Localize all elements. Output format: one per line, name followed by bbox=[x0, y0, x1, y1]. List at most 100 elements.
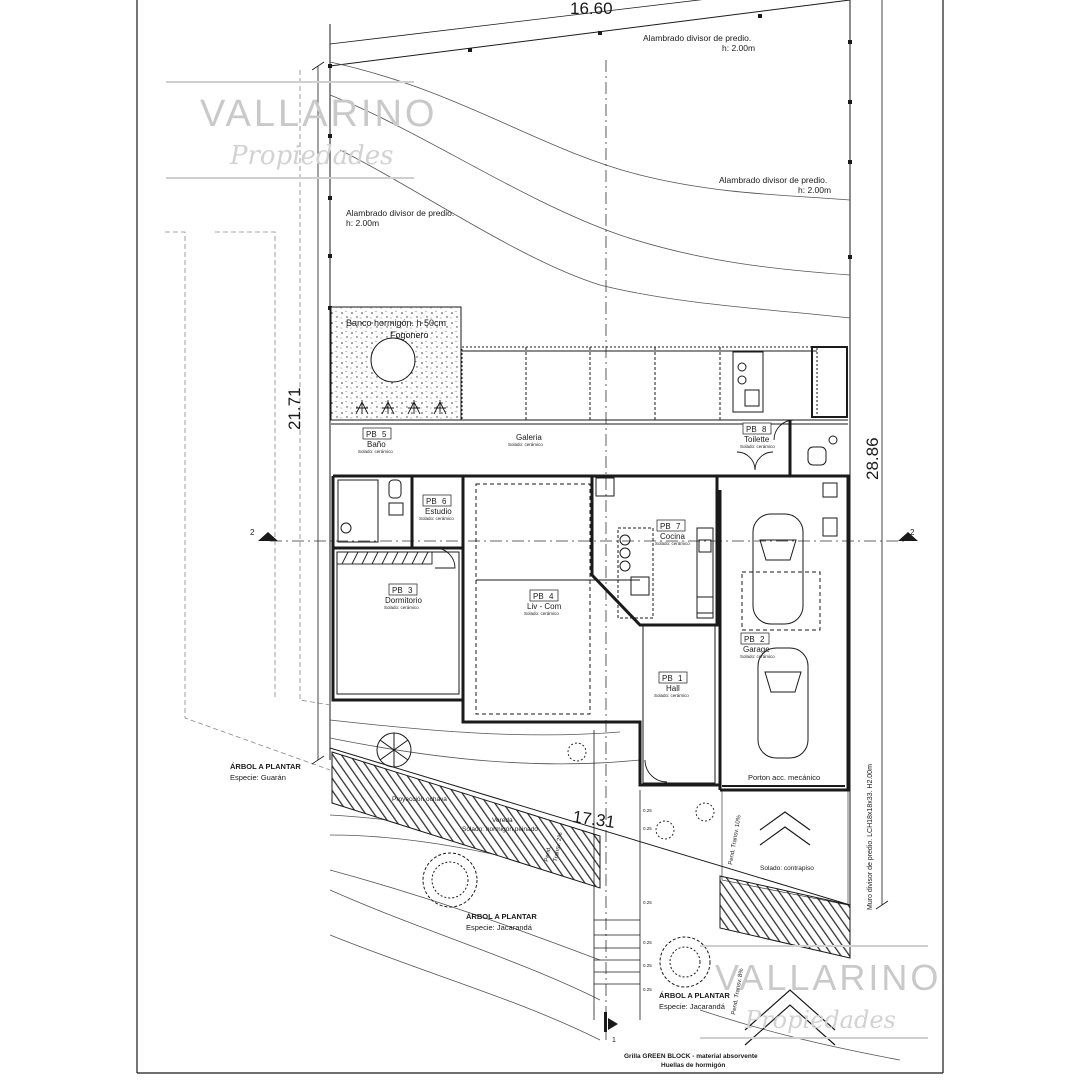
room-pb6-tag: PB 6 Estudio Solado: cerámico bbox=[419, 494, 454, 521]
sheet-frame bbox=[136, 0, 944, 1074]
step-label: 0.25 bbox=[643, 940, 652, 945]
walkway-grid bbox=[593, 730, 641, 1020]
galeria-tag: Galeria Solado: cerámico bbox=[508, 433, 543, 447]
fence-note-top-center-2: h: 2.00m bbox=[722, 43, 755, 53]
room-name-estudio: Estudio bbox=[425, 507, 452, 516]
room-num: 3 bbox=[408, 586, 413, 595]
room-name-garage: Garage bbox=[743, 645, 770, 654]
section-mark-left: 2 bbox=[250, 528, 255, 537]
room-floor: Solado: cerámico bbox=[384, 605, 419, 610]
bathroom-fixtures bbox=[340, 435, 838, 537]
driveway-hatch bbox=[744, 811, 836, 1046]
driveway-chevrons bbox=[721, 789, 849, 906]
room-code: PB bbox=[392, 586, 403, 595]
room-code: PB bbox=[744, 635, 755, 644]
room-code: PB bbox=[426, 497, 437, 506]
car-lower bbox=[757, 647, 809, 759]
room-name-bano: Baño bbox=[367, 440, 386, 449]
room-floor: Solado: cerámico bbox=[419, 516, 454, 521]
room-num: 4 bbox=[549, 592, 554, 601]
room-name-liv-com: Liv - Com bbox=[527, 602, 562, 611]
tree-1-title: ÁRBOL A PLANTAR bbox=[230, 762, 301, 771]
room-floor: Solado: cerámico bbox=[524, 611, 559, 616]
shrubs bbox=[567, 742, 715, 840]
galeria-name: Galeria bbox=[516, 433, 542, 442]
grill-area bbox=[732, 346, 848, 418]
sidewalk-band-left bbox=[331, 751, 601, 889]
room-name-dormitorio: Dormitorio bbox=[385, 596, 422, 605]
fence-note-right-wall: Muro divisor de predio. LCH18x18x33. H2.… bbox=[867, 764, 874, 910]
patio-firepit-label: Fogonero bbox=[390, 330, 429, 340]
room-num: 1 bbox=[678, 674, 683, 683]
patio-bench-label: Banco hormigón. h 50cm bbox=[346, 318, 446, 328]
room-pb2-tag: PB 2 Garage Solado: cerámico bbox=[740, 632, 775, 659]
tree-3-species: Especie: Jacarandá bbox=[659, 1002, 726, 1011]
projection-label: Proyección ochava bbox=[392, 796, 447, 803]
room-num: 5 bbox=[382, 430, 387, 439]
fence-posts bbox=[328, 14, 852, 310]
room-code: PB bbox=[662, 674, 673, 683]
sidewalk-band-right bbox=[719, 875, 851, 959]
fire-pit bbox=[370, 337, 416, 383]
dim-top-width: 16.60 bbox=[570, 0, 613, 18]
sidewalk-floor: Solado: hormigón peinado bbox=[462, 826, 538, 833]
room-pb5-tag: PB 5 Baño Solado: cerámico bbox=[358, 427, 393, 454]
wardrobe bbox=[336, 551, 433, 565]
room-pb1-tag: PB 1 Hall Solado: cerámico bbox=[654, 671, 689, 698]
watermark-brand: VALLARINO bbox=[715, 957, 941, 998]
watermark-bottom: VALLARINO Propiedades bbox=[700, 945, 941, 1039]
watermark-sub: Propiedades bbox=[744, 1006, 896, 1034]
step-label: 0.25 bbox=[643, 963, 652, 968]
watermark-brand: VALLARINO bbox=[200, 93, 437, 135]
lot-boundary bbox=[329, 0, 851, 906]
section-mark-right: 2 bbox=[910, 528, 915, 537]
slope-2: Pend. Transv. 10% bbox=[728, 814, 743, 865]
room-name-toilette: Toilette bbox=[744, 435, 770, 444]
fence-note-top-center-1: Alambrado divisor de predio. bbox=[643, 33, 751, 43]
room-name-hall: Hall bbox=[666, 684, 680, 693]
interior-thin bbox=[336, 479, 716, 784]
room-name-cocina: Cocina bbox=[660, 532, 685, 541]
tree-2-species: Especie: Jacarandá bbox=[466, 923, 533, 932]
room-pb4-tag: PB 4 Liv - Com Solado: cerámico bbox=[524, 589, 562, 616]
grid-note-2: Huellas de hormigón bbox=[661, 1062, 725, 1069]
tree-guaran bbox=[376, 732, 412, 768]
room-code: PB bbox=[366, 430, 377, 439]
watermark-top: VALLARINO Propiedades bbox=[166, 81, 437, 179]
plants-row bbox=[355, 400, 447, 415]
pergola bbox=[461, 346, 818, 421]
room-floor: Solado: cerámico bbox=[740, 654, 775, 659]
room-floor: Solado: cerámico bbox=[740, 444, 775, 449]
fence-note-top-right-1: Alambrado divisor de predio. bbox=[719, 175, 827, 185]
galeria-floor: Solado: cerámico bbox=[508, 442, 543, 447]
room-pb8-tag: PB 8 Toilette Solado: cerámico bbox=[740, 422, 775, 449]
gate-label: Porton acc. mecánico bbox=[748, 773, 820, 782]
dim-right-depth: 28.86 bbox=[863, 437, 882, 480]
tree-jacaranda-1 bbox=[422, 852, 478, 908]
section-mark-bottom: 1 bbox=[612, 1037, 616, 1044]
room-num: 6 bbox=[442, 497, 447, 506]
room-code: PB bbox=[660, 522, 671, 531]
room-pb3-tag: PB 3 Dormitorio Solado: cerámico bbox=[384, 583, 422, 610]
room-num: 2 bbox=[760, 635, 765, 644]
fence-note-left-1: Alambrado divisor de predio. bbox=[346, 208, 454, 218]
watermark-sub: Propiedades bbox=[229, 141, 393, 171]
room-floor: Solado: cerámico bbox=[654, 693, 689, 698]
kitchen-fixtures bbox=[595, 477, 714, 619]
tree-2-title: ÁRBOL A PLANTAR bbox=[466, 912, 537, 921]
tree-3-title: ÁRBOL A PLANTAR bbox=[659, 991, 730, 1000]
room-num: 7 bbox=[676, 522, 681, 531]
patio-gravel bbox=[330, 306, 462, 421]
section-markers bbox=[258, 532, 918, 1032]
subfloor-label: Solado: contrapiso bbox=[760, 865, 814, 872]
room-floor: Solado: cerámico bbox=[358, 449, 393, 454]
car-upper bbox=[741, 513, 821, 631]
fence-note-top-right-2: h: 2.00m bbox=[798, 185, 831, 195]
room-code: PB bbox=[533, 592, 544, 601]
sidewalk-label: Vereda bbox=[492, 817, 513, 824]
step-label: 0.25 bbox=[643, 808, 652, 813]
dim-left-depth: 21.71 bbox=[285, 387, 304, 430]
room-code: PB bbox=[746, 425, 757, 434]
room-num: 8 bbox=[762, 425, 767, 434]
